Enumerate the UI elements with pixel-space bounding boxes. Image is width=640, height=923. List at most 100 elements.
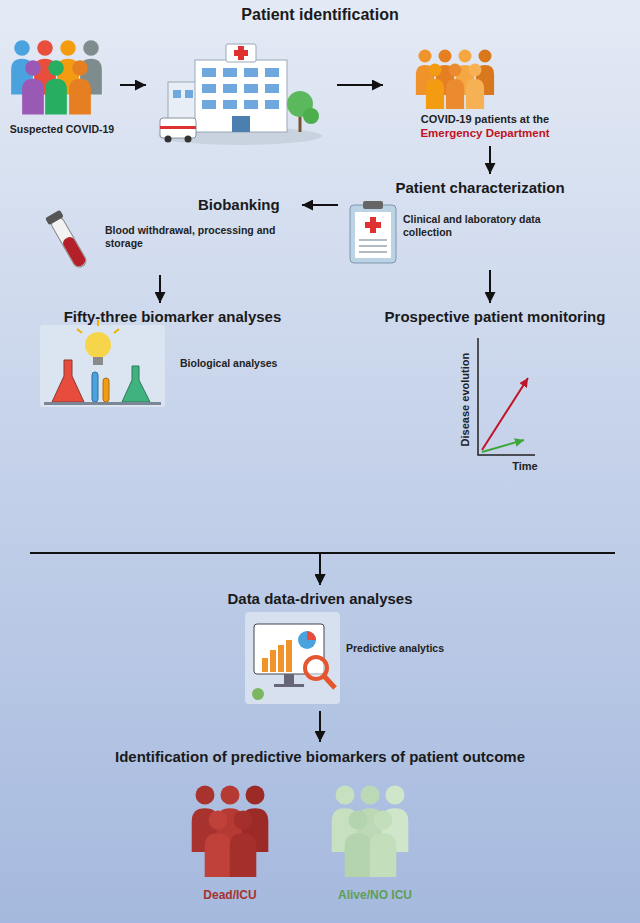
- wheel: [165, 136, 172, 143]
- test-tube: [103, 378, 109, 402]
- flow-arrow: [159, 275, 161, 303]
- person-head: [361, 786, 380, 805]
- light-ray: [77, 329, 82, 333]
- wheel: [185, 136, 192, 143]
- pie-slice: [307, 631, 316, 640]
- person-body: [370, 833, 397, 877]
- monitor-stand: [284, 674, 294, 684]
- flow-arrow: [489, 146, 491, 174]
- flow-arrow: [30, 553, 320, 585]
- person-figure: [45, 60, 67, 114]
- clipboard-board: [350, 205, 396, 263]
- bar: [278, 645, 284, 672]
- person-body: [426, 79, 444, 109]
- person-figure: [345, 811, 372, 878]
- caption-text: COVID-19 patients at the: [385, 113, 585, 126]
- person-head: [37, 40, 53, 56]
- person-figure: [205, 811, 232, 878]
- caption-text: Suspected COVID-19: [6, 123, 118, 136]
- person-figure: [466, 64, 484, 110]
- window: [223, 68, 237, 77]
- clipboard-icon: [350, 201, 396, 263]
- person-head: [60, 40, 76, 56]
- person-head: [196, 786, 215, 805]
- worsening-line: [482, 378, 528, 450]
- caption-highlight: Emergency Department: [385, 127, 585, 141]
- bulb-base: [93, 357, 103, 365]
- person-head: [449, 64, 462, 77]
- magnifier-handle: [324, 676, 335, 688]
- tube-blood: [61, 235, 87, 268]
- window: [202, 100, 216, 109]
- stage-heading: Fifty-three biomarker analyses: [30, 308, 315, 326]
- alive-crowd: [332, 786, 409, 878]
- flow-arrow: [302, 204, 338, 206]
- person-head: [479, 50, 492, 63]
- bar: [262, 658, 268, 672]
- person-head: [469, 64, 482, 77]
- tube-cap: [45, 210, 64, 225]
- person-head: [374, 811, 393, 830]
- person-head: [25, 60, 41, 76]
- stage-node: Identification of predictive biomarkers …: [55, 744, 585, 916]
- person-body: [345, 833, 372, 877]
- person-figure: [22, 60, 44, 114]
- stage-heading: Prospective patient monitoring: [372, 308, 618, 326]
- person-head: [221, 786, 240, 805]
- light-bulb: [85, 332, 111, 358]
- window: [244, 68, 258, 77]
- person-figure: [426, 64, 444, 110]
- stage-node: Suspected COVID-19: [6, 38, 118, 142]
- patient-crowd: [416, 50, 494, 110]
- bar: [286, 640, 292, 672]
- person-head: [419, 50, 432, 63]
- stage-text: Clinical and laboratory data collection: [403, 213, 555, 238]
- window: [244, 84, 258, 93]
- person-head: [83, 40, 99, 56]
- gear: [252, 688, 264, 700]
- door: [232, 116, 250, 132]
- window: [173, 90, 181, 98]
- monitor-base: [274, 684, 304, 687]
- person-body: [45, 79, 67, 115]
- paper-line: [359, 239, 387, 241]
- test-tube: [92, 372, 98, 402]
- person-head: [14, 40, 30, 56]
- dead-icu-crowd: [192, 786, 269, 878]
- stage-heading: Patient identification: [200, 5, 440, 24]
- person-head: [72, 60, 88, 76]
- window: [265, 68, 279, 77]
- person-figure: [230, 811, 257, 878]
- person-head: [48, 60, 64, 76]
- flow-arrow: [320, 553, 615, 585]
- pie-chart: [298, 631, 316, 649]
- ambulance: [160, 118, 196, 138]
- analytics-panel: [245, 612, 340, 704]
- window: [223, 100, 237, 109]
- lab-panel: [40, 325, 165, 407]
- window: [244, 100, 258, 109]
- flask: [122, 366, 150, 402]
- flask: [52, 360, 84, 402]
- light-ray: [114, 329, 119, 333]
- person-head: [246, 786, 265, 805]
- stage-heading: Biobanking: [198, 196, 298, 214]
- ambulance-stripe: [160, 126, 196, 129]
- hospital-illustration: [158, 44, 322, 145]
- clipboard-paper: [355, 212, 391, 258]
- stage-text: Blood withdrawal, processing and storage: [105, 224, 285, 249]
- axis-label: Time: [505, 460, 545, 473]
- window: [265, 100, 279, 109]
- paper-line: [359, 245, 387, 247]
- evolution-chart: [478, 338, 535, 455]
- person-head: [336, 786, 355, 805]
- flow-arrow: [120, 84, 146, 86]
- bar: [270, 650, 276, 672]
- person-head: [429, 64, 442, 77]
- stage-text: Biological analyses: [180, 357, 305, 370]
- stage-node: Prospective patient monitoring: [330, 305, 620, 553]
- suspected-crowd: [11, 40, 102, 114]
- window: [265, 84, 279, 93]
- lab-icon: [40, 320, 165, 407]
